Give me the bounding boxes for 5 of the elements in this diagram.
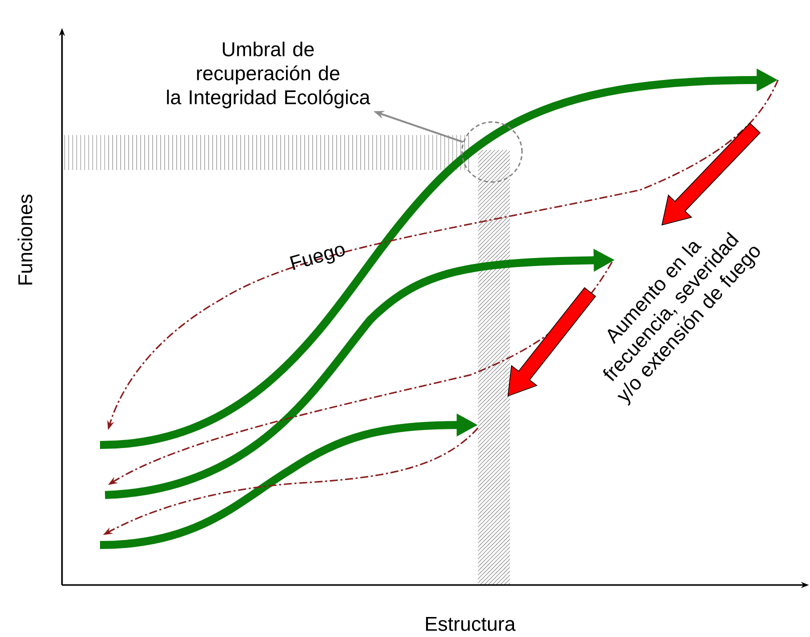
axis-label: Funciones (18, 194, 32, 285)
fire-label: Fuego (290, 246, 345, 270)
axis-label: Estructura (426, 617, 516, 631)
dashed-circle (461, 121, 523, 183)
callout-text: Umbral de recuperación de la Integridad Ecológica (167, 42, 370, 108)
